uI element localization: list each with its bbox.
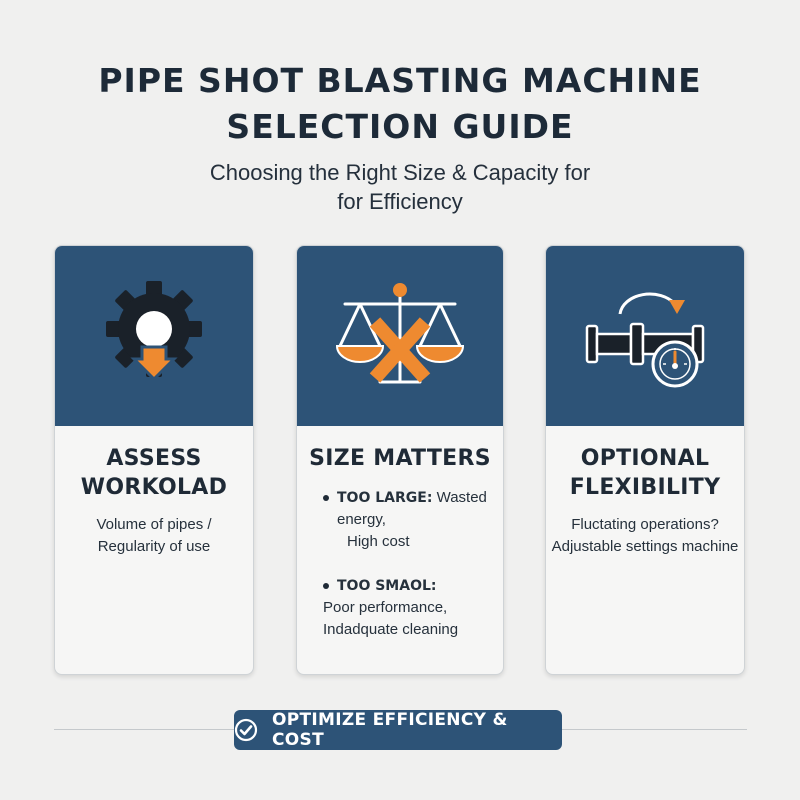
bullet-text: Poor performance,	[323, 599, 448, 616]
card-description: Fluctating operations? Adjustable settin…	[546, 514, 744, 558]
card-title-line-2: FLEXIBILITY	[569, 475, 721, 500]
title-line-2: SELECTION GUIDE	[226, 107, 574, 146]
page-title: PIPE SHOT BLASTING MACHINE SELECTION GUI…	[0, 58, 800, 150]
balance-scale-x-icon	[325, 274, 475, 399]
card-title-line-1: ASSESS	[106, 446, 202, 471]
bullet-label: TOO SMAOL:	[337, 578, 437, 594]
subtitle-line-1: Choosing the Right Size & Capacity for	[209, 160, 591, 185]
card-title-line-1: SIZE MATTERS	[309, 446, 491, 471]
divider	[562, 729, 747, 730]
divider	[54, 729, 234, 730]
card-optional-flexibility: OPTIONAL FLEXIBILITY Fluctating operatio…	[545, 245, 745, 675]
card-assess-workload: ASSESS WORKOLAD Volume of pipes / Regula…	[54, 245, 254, 675]
list-item: TOO LARGE: Wasted energy, High cost	[323, 487, 503, 553]
list-item: TOO SMAOL: Poor performance, Indadquate …	[323, 575, 503, 641]
card-text-line-2: Regularity of use	[97, 538, 211, 555]
card-header	[297, 246, 503, 426]
card-header	[546, 246, 744, 426]
card-title: OPTIONAL FLEXIBILITY	[546, 444, 744, 502]
bullet-label: TOO LARGE:	[337, 490, 433, 506]
bullet-text: energy,	[337, 511, 386, 528]
page-subtitle: Choosing the Right Size & Capacity for f…	[0, 158, 800, 216]
card-title: ASSESS WORKOLAD	[55, 444, 253, 502]
title-line-1: PIPE SHOT BLASTING MACHINE	[98, 61, 702, 100]
subtitle-line-2: for Efficiency	[337, 189, 463, 214]
check-circle-icon	[234, 718, 258, 742]
card-title-line-2: WORKOLAD	[80, 475, 228, 500]
card-size-matters: SIZE MATTERS TOO LARGE: Wasted energy, H…	[296, 245, 504, 675]
card-description: Volume of pipes / Regularity of use	[55, 514, 253, 558]
banner-label: OPTIMIZE EFFICIENCY & COST	[272, 710, 508, 750]
card-title-line-1: OPTIONAL	[580, 446, 710, 471]
bullet-text: Indadquate cleaning	[323, 621, 459, 638]
bullet-list: TOO LARGE: Wasted energy, High cost TOO …	[323, 487, 503, 641]
card-text-line-2: Adjustable settings machine	[551, 538, 739, 555]
pipe-gauge-icon	[575, 274, 715, 399]
bullet-text: Wasted	[436, 489, 487, 506]
card-text-line-1: Fluctating operations?	[571, 516, 719, 533]
bullet-text: High cost	[347, 533, 410, 550]
card-text-line-1: Volume of pipes /	[96, 516, 212, 533]
gear-down-arrow-icon	[99, 279, 209, 394]
card-header	[55, 246, 253, 426]
optimize-banner: OPTIMIZE EFFICIENCY & COST	[234, 710, 562, 750]
card-title: SIZE MATTERS	[297, 444, 503, 473]
